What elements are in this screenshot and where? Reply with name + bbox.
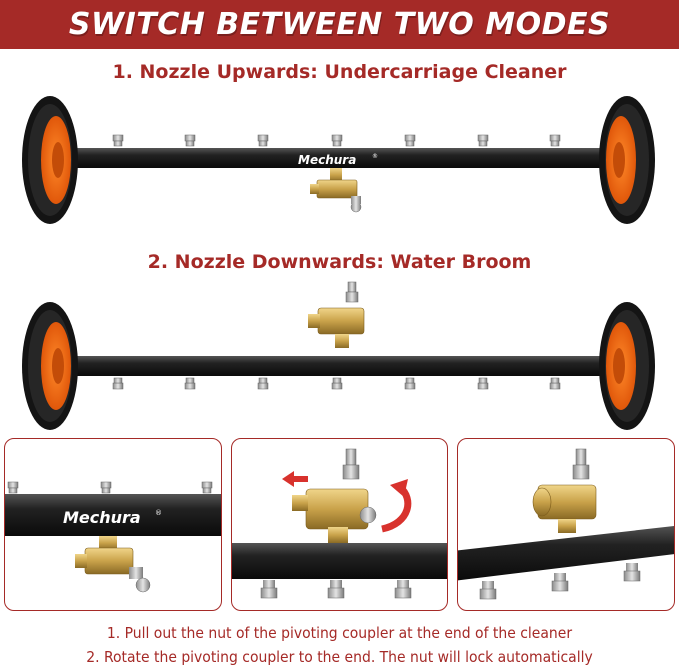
right-wheel xyxy=(599,96,655,224)
left-wheel xyxy=(22,96,78,224)
water-broom-illustration xyxy=(22,281,655,430)
scene-water-broom xyxy=(0,278,679,430)
pivot-coupler xyxy=(75,536,151,593)
brand-registered-mark: ® xyxy=(155,509,162,517)
pivot-coupler xyxy=(310,168,362,213)
pivot-coupler xyxy=(532,448,597,533)
closeup-logo-illustration: Mechura ® xyxy=(5,481,221,593)
cleaner-tube xyxy=(60,148,620,168)
title-banner: SWITCH BETWEEN TWO MODES xyxy=(0,0,679,49)
undercarriage-illustration: Mechura ® xyxy=(22,96,655,224)
cleaner-tube xyxy=(232,543,447,579)
instruction-step-1: 1. Pull out the nut of the pivoting coup… xyxy=(106,624,573,642)
red-curved-rotate-arrow-icon xyxy=(381,479,412,533)
closeup-panel-pull-rotate xyxy=(231,438,448,611)
cleaner-tube xyxy=(5,494,221,536)
nozzle-row-down xyxy=(112,377,561,390)
left-wheel xyxy=(22,302,78,430)
pivot-coupler xyxy=(308,281,365,348)
closeup-panel-locked xyxy=(457,438,675,611)
right-wheel xyxy=(599,302,655,430)
nozzle-row-down xyxy=(479,563,641,600)
nozzle-row-up xyxy=(7,481,213,494)
banner-title: SWITCH BETWEEN TWO MODES xyxy=(68,7,611,42)
red-left-arrow-icon xyxy=(282,471,308,487)
nozzle-row-down xyxy=(260,580,412,599)
closeup-locked-illustration xyxy=(458,448,674,600)
pivot-coupler xyxy=(292,448,377,543)
instruction-step-2: 2. Rotate the pivoting coupler to the en… xyxy=(86,648,593,666)
cleaner-tube xyxy=(458,526,674,581)
closeup-rotate-illustration xyxy=(232,448,447,599)
closeup-panel-logo: Mechura ® xyxy=(4,438,222,611)
scene-undercarriage: Mechura ® xyxy=(0,90,679,230)
nozzle-row-up xyxy=(112,134,561,147)
brand-registered-mark: ® xyxy=(372,153,378,160)
cleaner-tube xyxy=(60,356,620,376)
mode2-heading: 2. Nozzle Downwards: Water Broom xyxy=(147,251,532,273)
brand-logo: Mechura xyxy=(63,508,141,527)
brand-logo: Mechura xyxy=(298,153,356,167)
mode1-heading: 1. Nozzle Upwards: Undercarriage Cleaner xyxy=(112,61,567,83)
